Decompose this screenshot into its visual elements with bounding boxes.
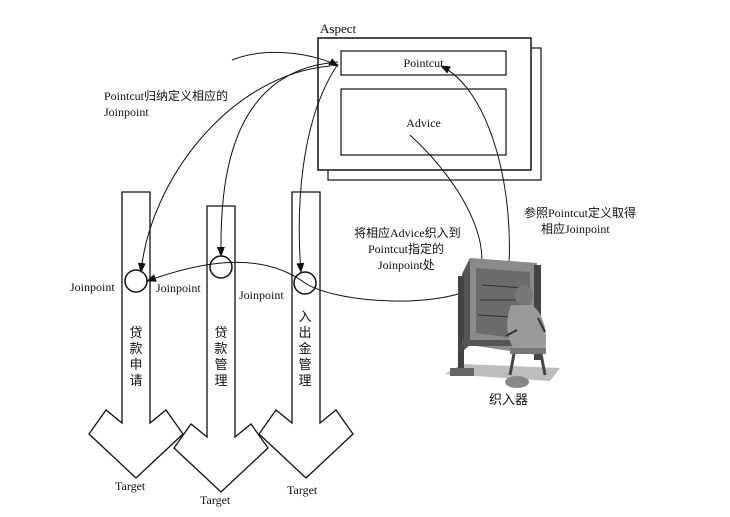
flow-arrow-1 [88, 191, 184, 479]
pointcut-box [340, 50, 507, 76]
target-label-1: Target [115, 479, 146, 493]
pointcut-joinpoint-curves [137, 51, 339, 273]
joinpoint-label-3: Joinpoint [239, 288, 284, 302]
joinpoint-circle-1 [124, 269, 148, 293]
weaver-label: 织入器 [489, 392, 529, 407]
advice-label: Advice [406, 116, 441, 130]
annotation-pointcut-defines: Pointcut归纳定义相应的 [104, 89, 229, 103]
annotation-pointcut-defines-2: Joinpoint [104, 105, 149, 119]
flow-name-2: 贷款管理 [214, 326, 228, 389]
joinpoint-label-1: Joinpoint [70, 280, 115, 294]
weaver-at-loom-icon [445, 258, 560, 388]
aspect-box [317, 37, 542, 181]
annotation-obtain: 参照Pointcut定义取得 [524, 206, 637, 220]
advice-box [340, 88, 507, 156]
flow-arrow-2 [173, 205, 269, 493]
aspect-title: Aspect [320, 21, 357, 36]
annotation-obtain-2: 相应Joinpoint [541, 222, 610, 236]
annotation-weave-2: Pointcut指定的 [368, 242, 445, 256]
pointcut-label: Pointcut [403, 56, 444, 70]
target-label-2: Target [200, 493, 231, 507]
flow-name-1: 贷款申请 [129, 326, 143, 389]
annotation-weave-3: Joinpoint处 [378, 258, 435, 272]
annotation-weave: 将相应Advice织入到 [354, 226, 461, 240]
joinpoint-label-2: Joinpoint [156, 281, 201, 295]
flow-arrow-3 [258, 191, 354, 479]
target-label-3: Target [287, 483, 318, 497]
flow-name-3: 入出金管理 [298, 310, 312, 389]
joinpoint-circle-2 [209, 255, 233, 279]
